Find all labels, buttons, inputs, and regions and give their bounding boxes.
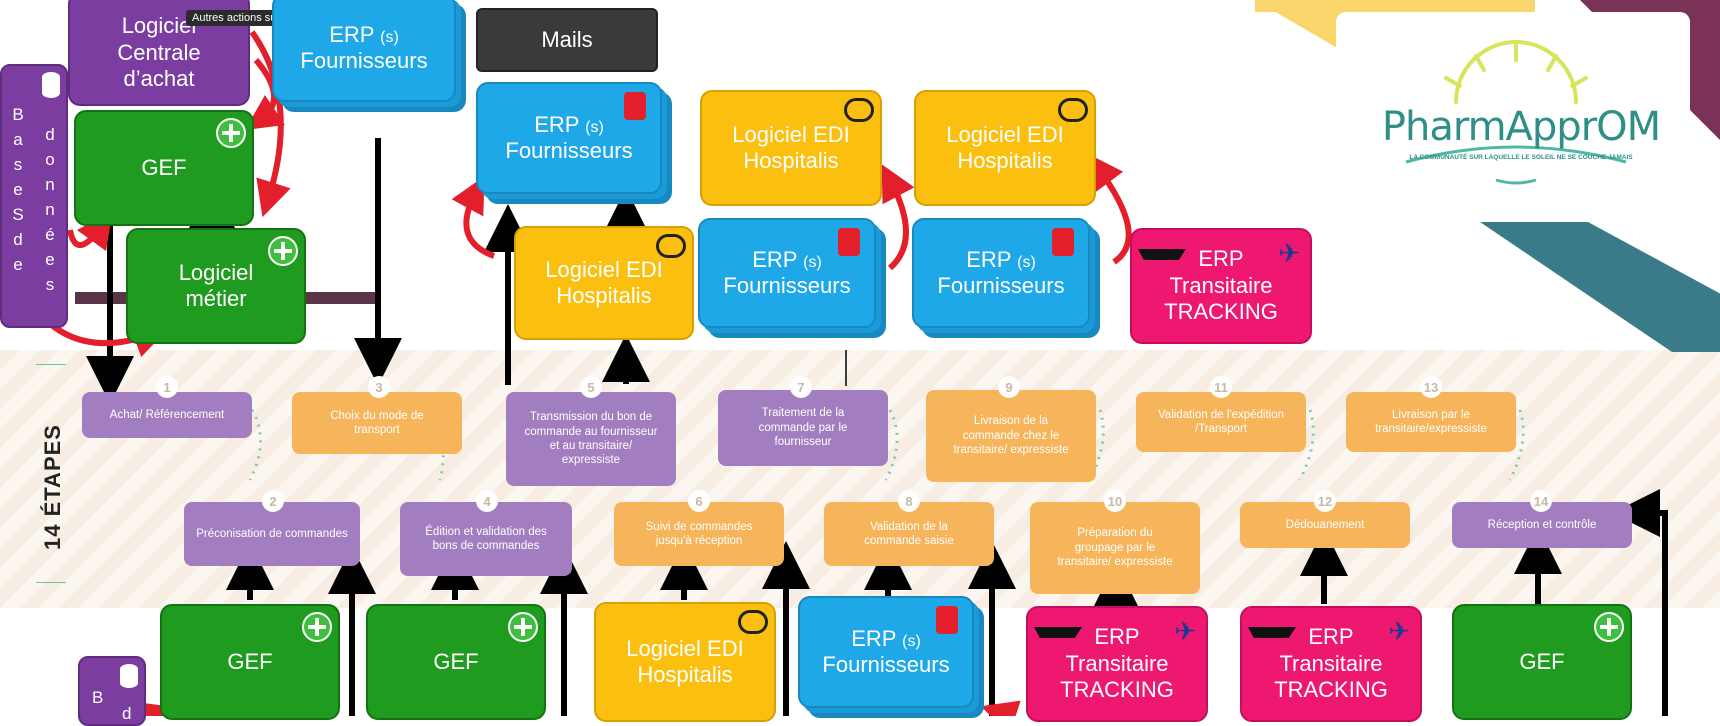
logo-card: PharmApprOM LA COMMUNAUTÉ SUR LAQUELLE L…: [1336, 12, 1690, 217]
sun-icon: [1405, 40, 1627, 185]
step-4[interactable]: Édition et validation des bons de comman…: [400, 502, 572, 576]
logo-tagline: LA COMMUNAUTÉ SUR LAQUELLE LE SOLEIL NE …: [1409, 154, 1633, 161]
database-icon: [120, 664, 138, 688]
edi-cloud-icon: [656, 234, 686, 258]
medicine-icon: [624, 92, 646, 120]
erp-transitaire-10[interactable]: ERP Transitaire TRACKING ✈: [1026, 606, 1208, 722]
plus-icon: [216, 118, 246, 148]
plus-icon: [1594, 612, 1624, 642]
logiciel-edi-2[interactable]: Logiciel EDI Hospitalis: [700, 90, 882, 206]
medicine-icon: [936, 606, 958, 634]
erp-fournisseurs-top[interactable]: ERP (s) Fournisseurs: [272, 0, 456, 102]
step-5[interactable]: Transmission du bon de commande au fourn…: [506, 392, 676, 486]
step-9-number: 9: [998, 376, 1020, 398]
edi-cloud-icon: [844, 98, 874, 122]
database-icon: [42, 72, 60, 98]
step-14-number: 14: [1530, 490, 1552, 512]
step-2[interactable]: Préconisation de commandes: [184, 502, 360, 566]
erp-fournisseurs-4[interactable]: ERP (s) Fournisseurs: [912, 218, 1090, 328]
step-11[interactable]: Validation de l'expédition /Transport: [1136, 392, 1306, 452]
logo-text: PharmApprOM: [1381, 104, 1661, 150]
erp-fournisseurs-2[interactable]: ERP (s) Fournisseurs: [476, 82, 662, 194]
step-5-number: 5: [580, 376, 602, 398]
step-9[interactable]: Livraison de la commande chez le transit…: [926, 390, 1096, 482]
step-13[interactable]: Livraison par le transitaire/expressiste: [1346, 392, 1516, 452]
gef-box-4[interactable]: GEF: [366, 604, 546, 720]
deco-yellow-bar: [1255, 0, 1535, 12]
sidebar-rule-top: [36, 364, 66, 365]
medicine-icon: [838, 228, 860, 256]
gef-box-14[interactable]: GEF: [1452, 604, 1632, 720]
logiciel-edi-6[interactable]: Logiciel EDI Hospitalis: [594, 602, 776, 722]
logiciel-metier-box[interactable]: Logiciel métier: [126, 228, 306, 344]
erp-transitaire-12[interactable]: ERP Transitaire TRACKING ✈: [1240, 606, 1422, 722]
sidebar-rule-bottom: [36, 582, 66, 583]
step-14[interactable]: Réception et contrôle: [1452, 502, 1632, 548]
step-3-number: 3: [368, 376, 390, 398]
ship-icon: [1248, 627, 1296, 638]
ship-icon: [1138, 249, 1186, 260]
erp-fournisseurs-3[interactable]: ERP (s) Fournisseurs: [698, 218, 876, 328]
step-7[interactable]: Traitement de la commande par le fournis…: [718, 390, 888, 466]
step-12-number: 12: [1314, 490, 1336, 512]
plane-icon: ✈: [1174, 616, 1196, 646]
logiciel-edi-1[interactable]: Logiciel EDI Hospitalis: [514, 226, 694, 340]
step-11-number: 11: [1210, 376, 1232, 398]
step-8-number: 8: [898, 490, 920, 512]
step-1-number: 1: [156, 376, 178, 398]
step-7-number: 7: [790, 376, 812, 398]
medicine-icon: [1052, 228, 1074, 256]
mails-box[interactable]: Mails: [476, 8, 658, 72]
step-3[interactable]: Choix du mode de transport: [292, 392, 462, 454]
edi-cloud-icon: [738, 610, 768, 634]
gef-box-2[interactable]: GEF: [160, 604, 340, 720]
step-6[interactable]: Suivi de commandes jusqu'à réception: [614, 502, 784, 566]
plus-icon: [302, 612, 332, 642]
plane-icon: ✈: [1278, 238, 1300, 268]
logiciel-edi-3[interactable]: Logiciel EDI Hospitalis: [914, 90, 1096, 206]
gef-box-top[interactable]: GEF: [74, 110, 254, 226]
step-4-number: 4: [476, 490, 498, 512]
step-10[interactable]: Préparation du groupage par le transitai…: [1030, 502, 1200, 594]
step-10-number: 10: [1104, 490, 1126, 512]
erp-fournisseurs-8[interactable]: ERP (s) Fournisseurs: [798, 596, 974, 708]
step-1[interactable]: Achat/ Référencement: [82, 392, 252, 438]
step-13-number: 13: [1420, 376, 1442, 398]
erp-transitaire-top[interactable]: ERP Transitaire TRACKING ✈: [1130, 228, 1312, 344]
edi-cloud-icon: [1058, 98, 1088, 122]
sidebar-title: 14 ÉTAPES: [40, 424, 65, 550]
plane-icon: ✈: [1388, 616, 1410, 646]
plus-icon: [508, 612, 538, 642]
step-2-number: 2: [262, 490, 284, 512]
ship-icon: [1034, 627, 1082, 638]
step-6-number: 6: [688, 490, 710, 512]
plus-icon: [268, 236, 298, 266]
step-8[interactable]: Validation de la commande saisie: [824, 502, 994, 566]
